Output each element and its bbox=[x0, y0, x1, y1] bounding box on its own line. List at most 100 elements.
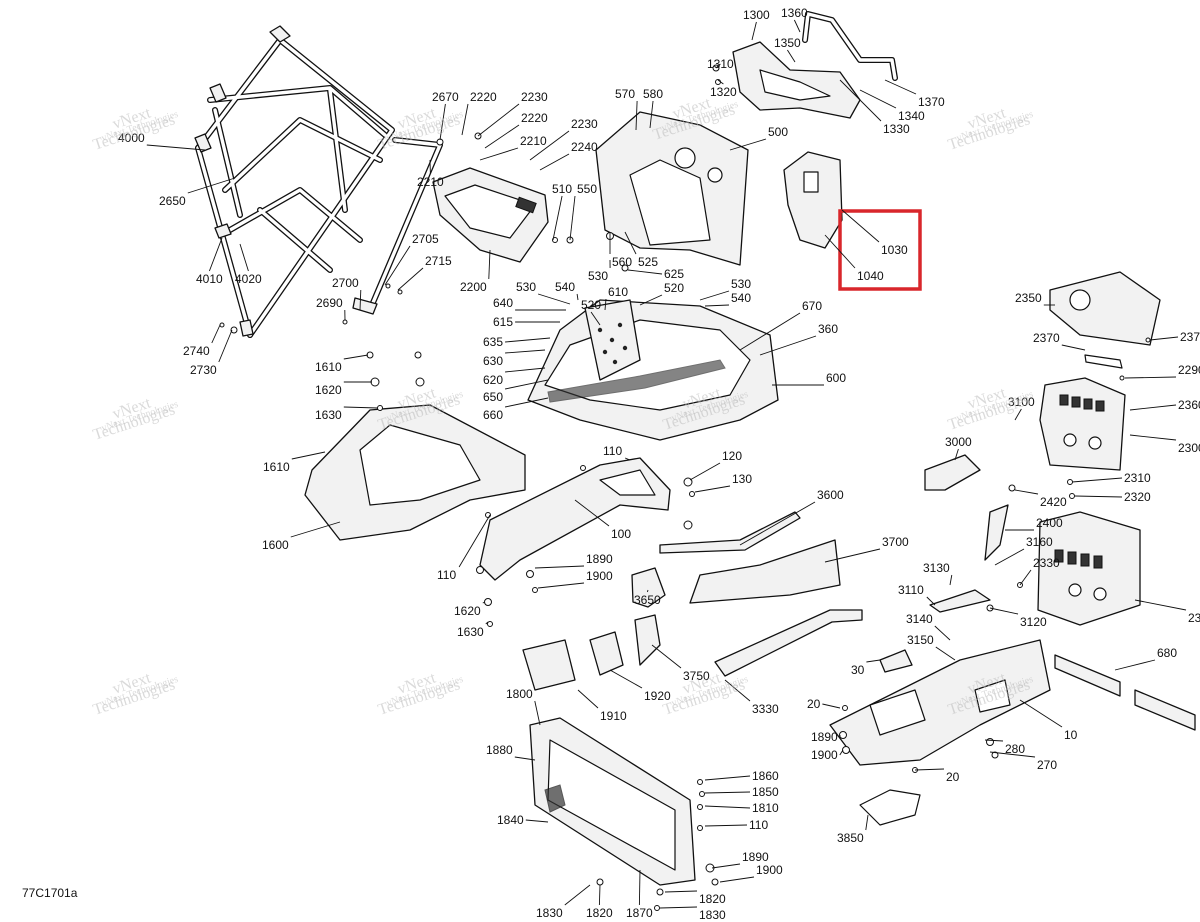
callout-520: 520 bbox=[664, 281, 684, 295]
callout-20: 20 bbox=[807, 697, 821, 711]
callout-2650: 2650 bbox=[159, 194, 186, 208]
leader-line bbox=[624, 457, 631, 461]
leader-line bbox=[218, 329, 233, 363]
callout-3000: 3000 bbox=[945, 435, 972, 449]
callout-2690: 2690 bbox=[316, 296, 343, 310]
leader-line bbox=[624, 231, 637, 255]
callout-1890: 1890 bbox=[742, 850, 769, 864]
callout-2400: 2400 bbox=[1036, 516, 1063, 530]
leader-line bbox=[439, 103, 446, 141]
leader-line bbox=[1149, 336, 1179, 341]
leader-line bbox=[1129, 434, 1177, 441]
leader-line bbox=[477, 103, 520, 137]
callout-2220: 2220 bbox=[521, 111, 548, 125]
callout-120: 120 bbox=[722, 449, 742, 463]
leader-line bbox=[505, 367, 546, 373]
leader-line bbox=[639, 294, 663, 306]
leader-line bbox=[461, 103, 469, 136]
leader-line bbox=[1014, 408, 1022, 421]
callout-2210: 2210 bbox=[520, 134, 547, 148]
panels-small bbox=[522, 567, 666, 691]
leader-line bbox=[505, 379, 549, 390]
part-30 bbox=[879, 649, 913, 673]
callout-1810: 1810 bbox=[752, 801, 779, 815]
leader-line bbox=[384, 245, 411, 286]
callout-4000: 4000 bbox=[118, 131, 145, 145]
callout-540: 540 bbox=[731, 291, 751, 305]
callout-2705: 2705 bbox=[412, 232, 439, 246]
dash-bezel-2350 bbox=[1049, 271, 1161, 369]
callout-leaders bbox=[146, 19, 1187, 909]
callout-3160: 3160 bbox=[1026, 535, 1053, 549]
callout-130: 130 bbox=[732, 472, 752, 486]
leader-line bbox=[719, 876, 755, 883]
leader-line bbox=[841, 209, 880, 243]
callout-1820: 1820 bbox=[586, 906, 613, 920]
callout-2300: 2300 bbox=[1178, 441, 1200, 455]
fasteners bbox=[219, 64, 1151, 911]
leader-line bbox=[865, 814, 869, 831]
callout-1300: 1300 bbox=[743, 8, 770, 22]
leader-line bbox=[598, 884, 601, 906]
leader-line bbox=[717, 79, 724, 85]
leader-line bbox=[914, 768, 945, 771]
bracket-3110 bbox=[929, 589, 991, 613]
leader-line bbox=[659, 906, 698, 909]
leader-line bbox=[704, 824, 748, 827]
callout-270: 270 bbox=[1037, 758, 1057, 772]
floor-pan-600 bbox=[527, 299, 779, 441]
leader-line bbox=[729, 138, 767, 151]
callout-2300: 2300 bbox=[1188, 611, 1200, 625]
leader-line bbox=[604, 298, 607, 311]
side-panel-1030 bbox=[783, 151, 843, 249]
callout-10: 10 bbox=[1064, 728, 1078, 742]
callout-660: 660 bbox=[483, 408, 503, 422]
frame-rail-100 bbox=[479, 457, 671, 581]
leader-line bbox=[343, 406, 379, 409]
callout-2210: 2210 bbox=[417, 175, 444, 189]
callout-2730: 2730 bbox=[190, 363, 217, 377]
callout-1360: 1360 bbox=[781, 6, 808, 20]
leader-line bbox=[343, 354, 369, 360]
callout-1900: 1900 bbox=[811, 748, 838, 762]
leader-line bbox=[609, 669, 643, 689]
leader-line bbox=[739, 501, 816, 546]
leader-line bbox=[534, 700, 541, 726]
callout-1910: 1910 bbox=[600, 709, 627, 723]
leader-line bbox=[534, 565, 585, 569]
leader-line bbox=[1074, 495, 1123, 498]
callout-640: 640 bbox=[493, 296, 513, 310]
leader-line bbox=[482, 601, 486, 604]
leader-line bbox=[146, 144, 206, 151]
callout-110: 110 bbox=[749, 818, 768, 832]
leader-line bbox=[291, 451, 326, 460]
callout-1030: 1030 bbox=[881, 243, 908, 257]
leader-line bbox=[926, 596, 936, 606]
highlight-box bbox=[838, 209, 922, 291]
leader-line bbox=[646, 589, 649, 593]
leader-line bbox=[694, 485, 731, 493]
leader-line bbox=[884, 79, 917, 95]
roll-cage-frame bbox=[194, 25, 443, 338]
callout-3700: 3700 bbox=[882, 535, 909, 549]
callout-3150: 3150 bbox=[907, 633, 934, 647]
leader-line bbox=[699, 290, 730, 301]
leader-line bbox=[751, 21, 757, 41]
callout-2220: 2220 bbox=[470, 90, 497, 104]
leader-line bbox=[1014, 489, 1039, 495]
dash-panel-2360 bbox=[1039, 377, 1126, 471]
leader-line bbox=[577, 689, 599, 709]
leader-line bbox=[1061, 344, 1086, 351]
callout-600: 600 bbox=[826, 371, 846, 385]
leader-line bbox=[651, 644, 682, 669]
callout-2200: 2200 bbox=[460, 280, 487, 294]
callout-1340: 1340 bbox=[898, 109, 925, 123]
callout-625: 625 bbox=[664, 267, 684, 281]
leader-line bbox=[989, 751, 1036, 758]
